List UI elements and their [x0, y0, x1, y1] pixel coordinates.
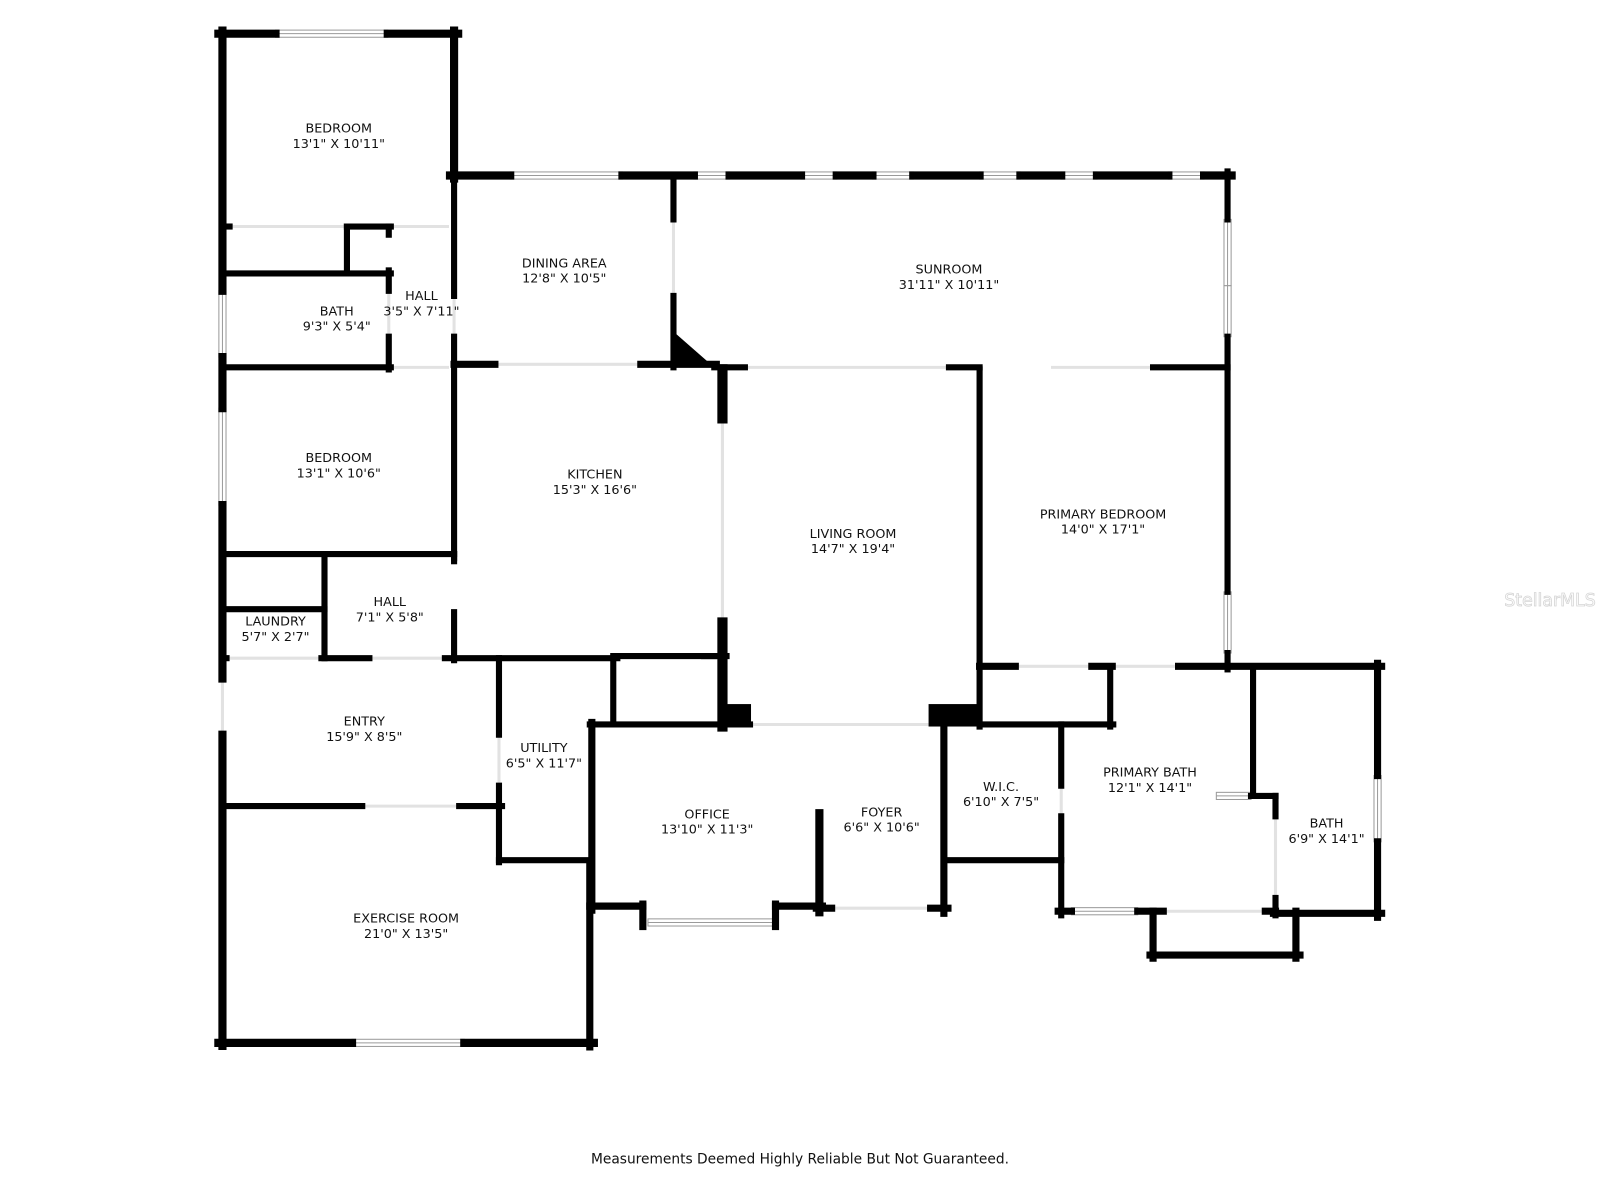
walls-layer: [214, 26, 1386, 1051]
room-name: PRIMARY BEDROOM: [1040, 507, 1166, 522]
windows-layer: [218, 29, 1382, 1047]
window: [693, 171, 731, 180]
room-name: DINING AREA: [522, 256, 607, 271]
room-name: FOYER: [861, 805, 903, 820]
room-dimensions: 14'7" X 19'4": [811, 542, 895, 557]
window: [275, 29, 389, 38]
room-dimensions: 12'8" X 10'5": [522, 272, 606, 287]
window: [1070, 907, 1139, 916]
footer-disclaimer: Measurements Deemed Highly Reliable But …: [591, 1151, 1009, 1167]
window: [979, 171, 1021, 180]
room-name: BEDROOM: [305, 451, 372, 466]
window: [1060, 171, 1098, 180]
window: [1223, 285, 1232, 338]
wall-column: [928, 704, 982, 727]
window: [647, 918, 777, 927]
room-dimensions: 3'5" X 7'11": [383, 304, 459, 319]
wall-column: [722, 704, 752, 727]
room-name: ENTRY: [344, 715, 385, 730]
room-dimensions: 15'3" X 16'6": [553, 483, 637, 498]
room-dimensions: 15'9" X 8'5": [326, 730, 402, 745]
room-name: BEDROOM: [305, 122, 372, 137]
openings-layer: [220, 173, 1278, 913]
room-name: W.I.C.: [983, 780, 1019, 795]
room-name: BATH: [320, 304, 354, 319]
room-name: UTILITY: [520, 741, 568, 756]
room-dimensions: 13'1" X 10'11": [293, 137, 385, 152]
window: [1223, 591, 1232, 654]
room-name: BATH: [1310, 817, 1344, 832]
window: [1223, 218, 1232, 287]
room-name: LAUNDRY: [245, 615, 306, 630]
window: [351, 1038, 465, 1047]
room-dimensions: 6'6" X 10'6": [844, 821, 920, 836]
room-name: PRIMARY BATH: [1103, 766, 1197, 781]
room-name: OFFICE: [684, 807, 729, 822]
room-dimensions: 7'1" X 5'8": [356, 610, 424, 625]
watermark: StellarMLS: [1504, 591, 1595, 611]
room-name: LIVING ROOM: [810, 527, 897, 542]
room-dimensions: 5'7" X 2'7": [241, 630, 309, 645]
window: [218, 290, 227, 358]
room-label: W.I.C.6'10" X 7'5": [963, 780, 1039, 810]
room-dimensions: 21'0" X 13'5": [364, 927, 448, 942]
room-name: EXERCISE ROOM: [353, 911, 459, 926]
room-name: HALL: [374, 595, 407, 610]
window: [1373, 775, 1382, 843]
room-dimensions: 31'11" X 10'11": [899, 278, 999, 293]
room-dimensions: 6'9" X 14'1": [1288, 832, 1364, 847]
window: [218, 407, 227, 506]
room-name: KITCHEN: [567, 468, 622, 483]
room-dimensions: 9'3" X 5'4": [303, 320, 371, 335]
room-name: SUNROOM: [916, 262, 983, 277]
window: [871, 171, 914, 180]
room-dimensions: 6'10" X 7'5": [963, 795, 1039, 810]
room-dimensions: 13'1" X 10'6": [297, 467, 381, 482]
room-dimensions: 13'10" X 11'3": [661, 823, 753, 838]
wall-corner: [673, 331, 715, 368]
window: [1167, 171, 1205, 180]
room-dimensions: 14'0" X 17'1": [1061, 523, 1145, 538]
room-dimensions: 6'5" X 11'7": [506, 756, 582, 771]
window: [800, 171, 838, 180]
window: [1215, 791, 1252, 800]
room-dimensions: 12'1" X 14'1": [1108, 781, 1192, 796]
room-name: HALL: [405, 289, 438, 304]
window: [509, 171, 623, 180]
